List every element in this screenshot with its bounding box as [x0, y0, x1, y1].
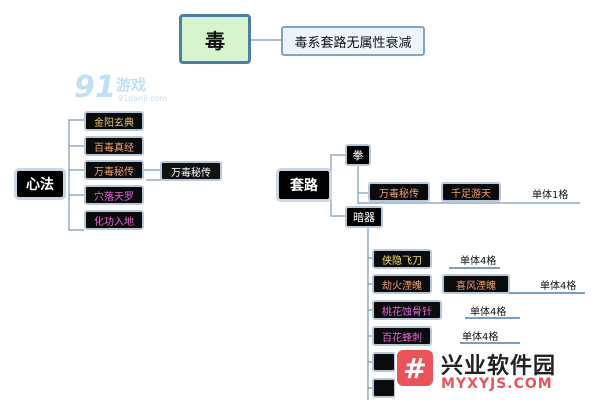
- anqi-extra-node[interactable]: 喜风湮魄: [442, 274, 510, 294]
- 91danji-logo: 91 游戏 91danji.com: [74, 70, 174, 112]
- anqi-item-3[interactable]: 桃花蚀骨针: [372, 300, 442, 320]
- xinfa-item-3[interactable]: 万毒秘传: [84, 160, 144, 180]
- anqi-node[interactable]: 暗器: [345, 206, 383, 228]
- anqi-item-2[interactable]: 劫火湮魄: [372, 274, 432, 294]
- anqi-item-4-note: 单体4格: [462, 331, 499, 343]
- quan-item-2[interactable]: 千足游天: [441, 182, 501, 202]
- anqi-item-4[interactable]: 百花蜂刺: [372, 326, 432, 346]
- watermark-hash-icon: #: [397, 350, 433, 386]
- root-node[interactable]: 毒: [179, 14, 251, 64]
- watermark-en-text: MYXYJS.COM: [441, 376, 553, 392]
- quan-note: 单体1格: [532, 189, 569, 201]
- anqi-item-1-note: 单体4格: [460, 255, 497, 267]
- logo-big-text: 91: [74, 70, 116, 105]
- xinfa-item-4[interactable]: 穴落天罗: [84, 185, 144, 205]
- watermark-cn-text: 兴业软件园: [441, 354, 557, 379]
- anqi-item-hidden-1[interactable]: [372, 352, 396, 372]
- anqi-item-1[interactable]: 侠隐飞刀: [372, 249, 432, 269]
- logo-cn-text: 游戏: [116, 76, 147, 94]
- anqi-item-3-note: 单体4格: [470, 306, 507, 318]
- xinfa-item-1[interactable]: 金阳玄典: [84, 111, 144, 131]
- quan-item-1[interactable]: 万毒秘传: [368, 182, 430, 202]
- root-note-node[interactable]: 毒系套路无属性衰减: [281, 26, 425, 56]
- anqi-item-hidden-2[interactable]: [372, 378, 396, 398]
- xinfa-item-2[interactable]: 百毒真经: [84, 136, 144, 156]
- quan-node[interactable]: 拳: [345, 144, 371, 166]
- site-watermark: # 兴业软件园 MYXYJS.COM: [395, 348, 595, 400]
- xinfa-node[interactable]: 心法: [14, 168, 66, 200]
- logo-url-text: 91danji.com: [118, 94, 168, 103]
- taolu-node[interactable]: 套路: [276, 168, 332, 202]
- anqi-extra-note: 单体4格: [540, 280, 577, 292]
- xinfa-item-5[interactable]: 化功入地: [84, 210, 144, 230]
- xinfa-extra-node[interactable]: 万毒秘传: [160, 161, 222, 181]
